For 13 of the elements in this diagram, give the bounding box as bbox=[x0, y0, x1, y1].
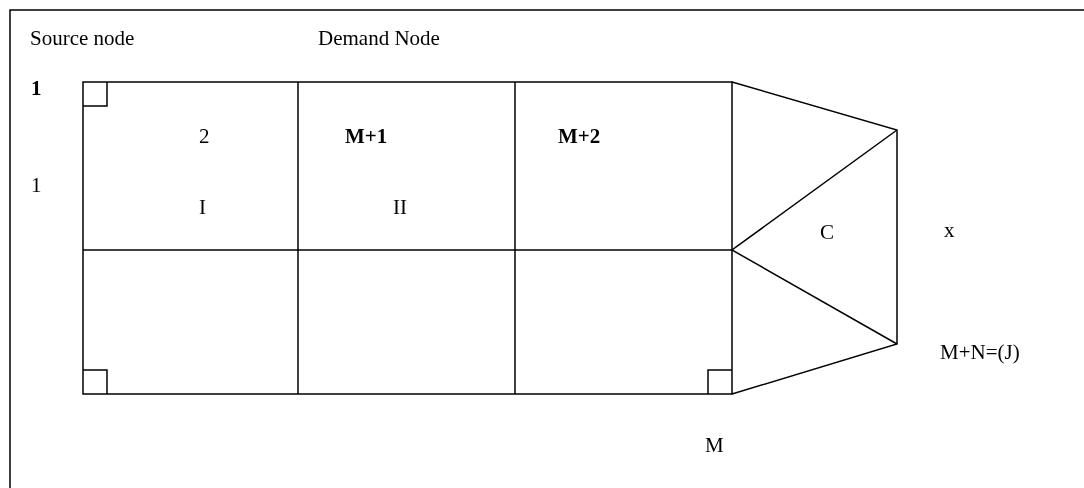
column-header: Source node bbox=[30, 26, 135, 50]
node-number: M+2 bbox=[558, 124, 601, 148]
section-label: II bbox=[393, 195, 407, 219]
region-label: C bbox=[820, 220, 834, 244]
section-label: I bbox=[199, 195, 206, 219]
node-number: 2 bbox=[199, 124, 210, 148]
variable-label: x bbox=[944, 218, 955, 242]
node-label: M bbox=[705, 433, 724, 457]
column-header: Demand Node bbox=[318, 26, 440, 50]
node-formula: M+N=(J) bbox=[940, 340, 1020, 364]
node-number: M+1 bbox=[345, 124, 388, 148]
row-number: 1 bbox=[31, 173, 42, 197]
row-number: 1 bbox=[31, 76, 42, 100]
